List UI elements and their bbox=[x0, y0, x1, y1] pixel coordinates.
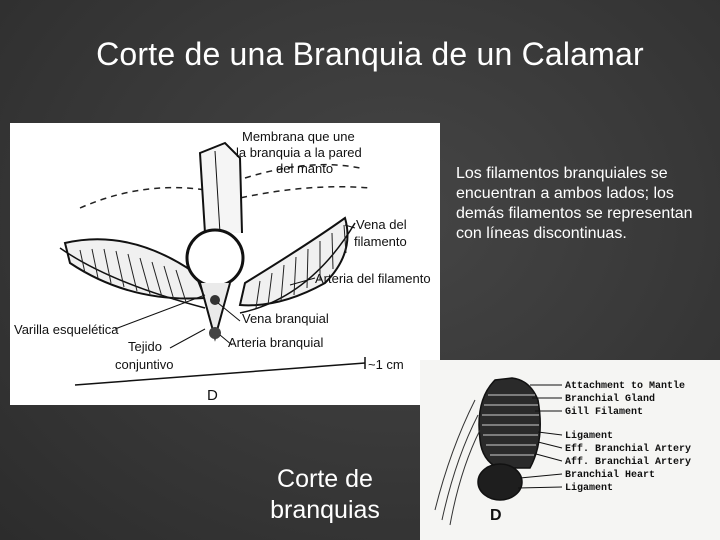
label-connective-2: conjuntivo bbox=[115, 357, 174, 372]
label-eff-branchial-artery: Eff. Branchial Artery bbox=[565, 443, 691, 455]
label-ligament-1: Ligament bbox=[565, 430, 613, 442]
caption-line-1: Corte de bbox=[245, 464, 405, 495]
label-panel-d: D bbox=[207, 387, 218, 404]
label-branchial-heart: Branchial Heart bbox=[565, 469, 655, 481]
label-branchial-artery: Arteria branquial bbox=[228, 335, 323, 350]
label-aff-branchial-artery: Aff. Branchial Artery bbox=[565, 456, 691, 468]
label-filament-vein-2: filamento bbox=[354, 234, 407, 249]
gill-cross-section-diagram: Membrana que une la branquia a la pared … bbox=[10, 123, 440, 405]
label-membrane-2: la branquia a la pared bbox=[236, 145, 362, 160]
label-filament-artery: Arteria del filamento bbox=[315, 271, 431, 286]
description-text: Los filamentos branquiales se encuentran… bbox=[456, 164, 696, 244]
label-attachment-mantle: Attachment to Mantle bbox=[565, 380, 685, 392]
caption: Corte de branquias bbox=[245, 464, 405, 526]
label-filament-vein-1: Vena del bbox=[356, 217, 407, 232]
label-connective-1: Tejido bbox=[128, 339, 162, 354]
label-branchial-vein: Vena branquial bbox=[242, 311, 329, 326]
label-gill-filament: Gill Filament bbox=[565, 406, 643, 418]
caption-line-2: branquias bbox=[245, 495, 405, 526]
label-scale: ~1 cm bbox=[368, 357, 404, 372]
slide-title: Corte de una Branquia de un Calamar bbox=[0, 36, 720, 73]
label-panel-d-right: D bbox=[490, 507, 502, 524]
label-skeletal-rod: Varilla esquelética bbox=[14, 322, 119, 337]
label-membrane-3: del manto bbox=[276, 161, 333, 176]
label-branchial-gland: Branchial Gland bbox=[565, 393, 655, 405]
label-ligament-2: Ligament bbox=[565, 482, 613, 494]
gill-labeled-diagram: Attachment to Mantle Branchial Gland Gil… bbox=[420, 360, 720, 540]
label-membrane-1: Membrana que une bbox=[242, 129, 355, 144]
